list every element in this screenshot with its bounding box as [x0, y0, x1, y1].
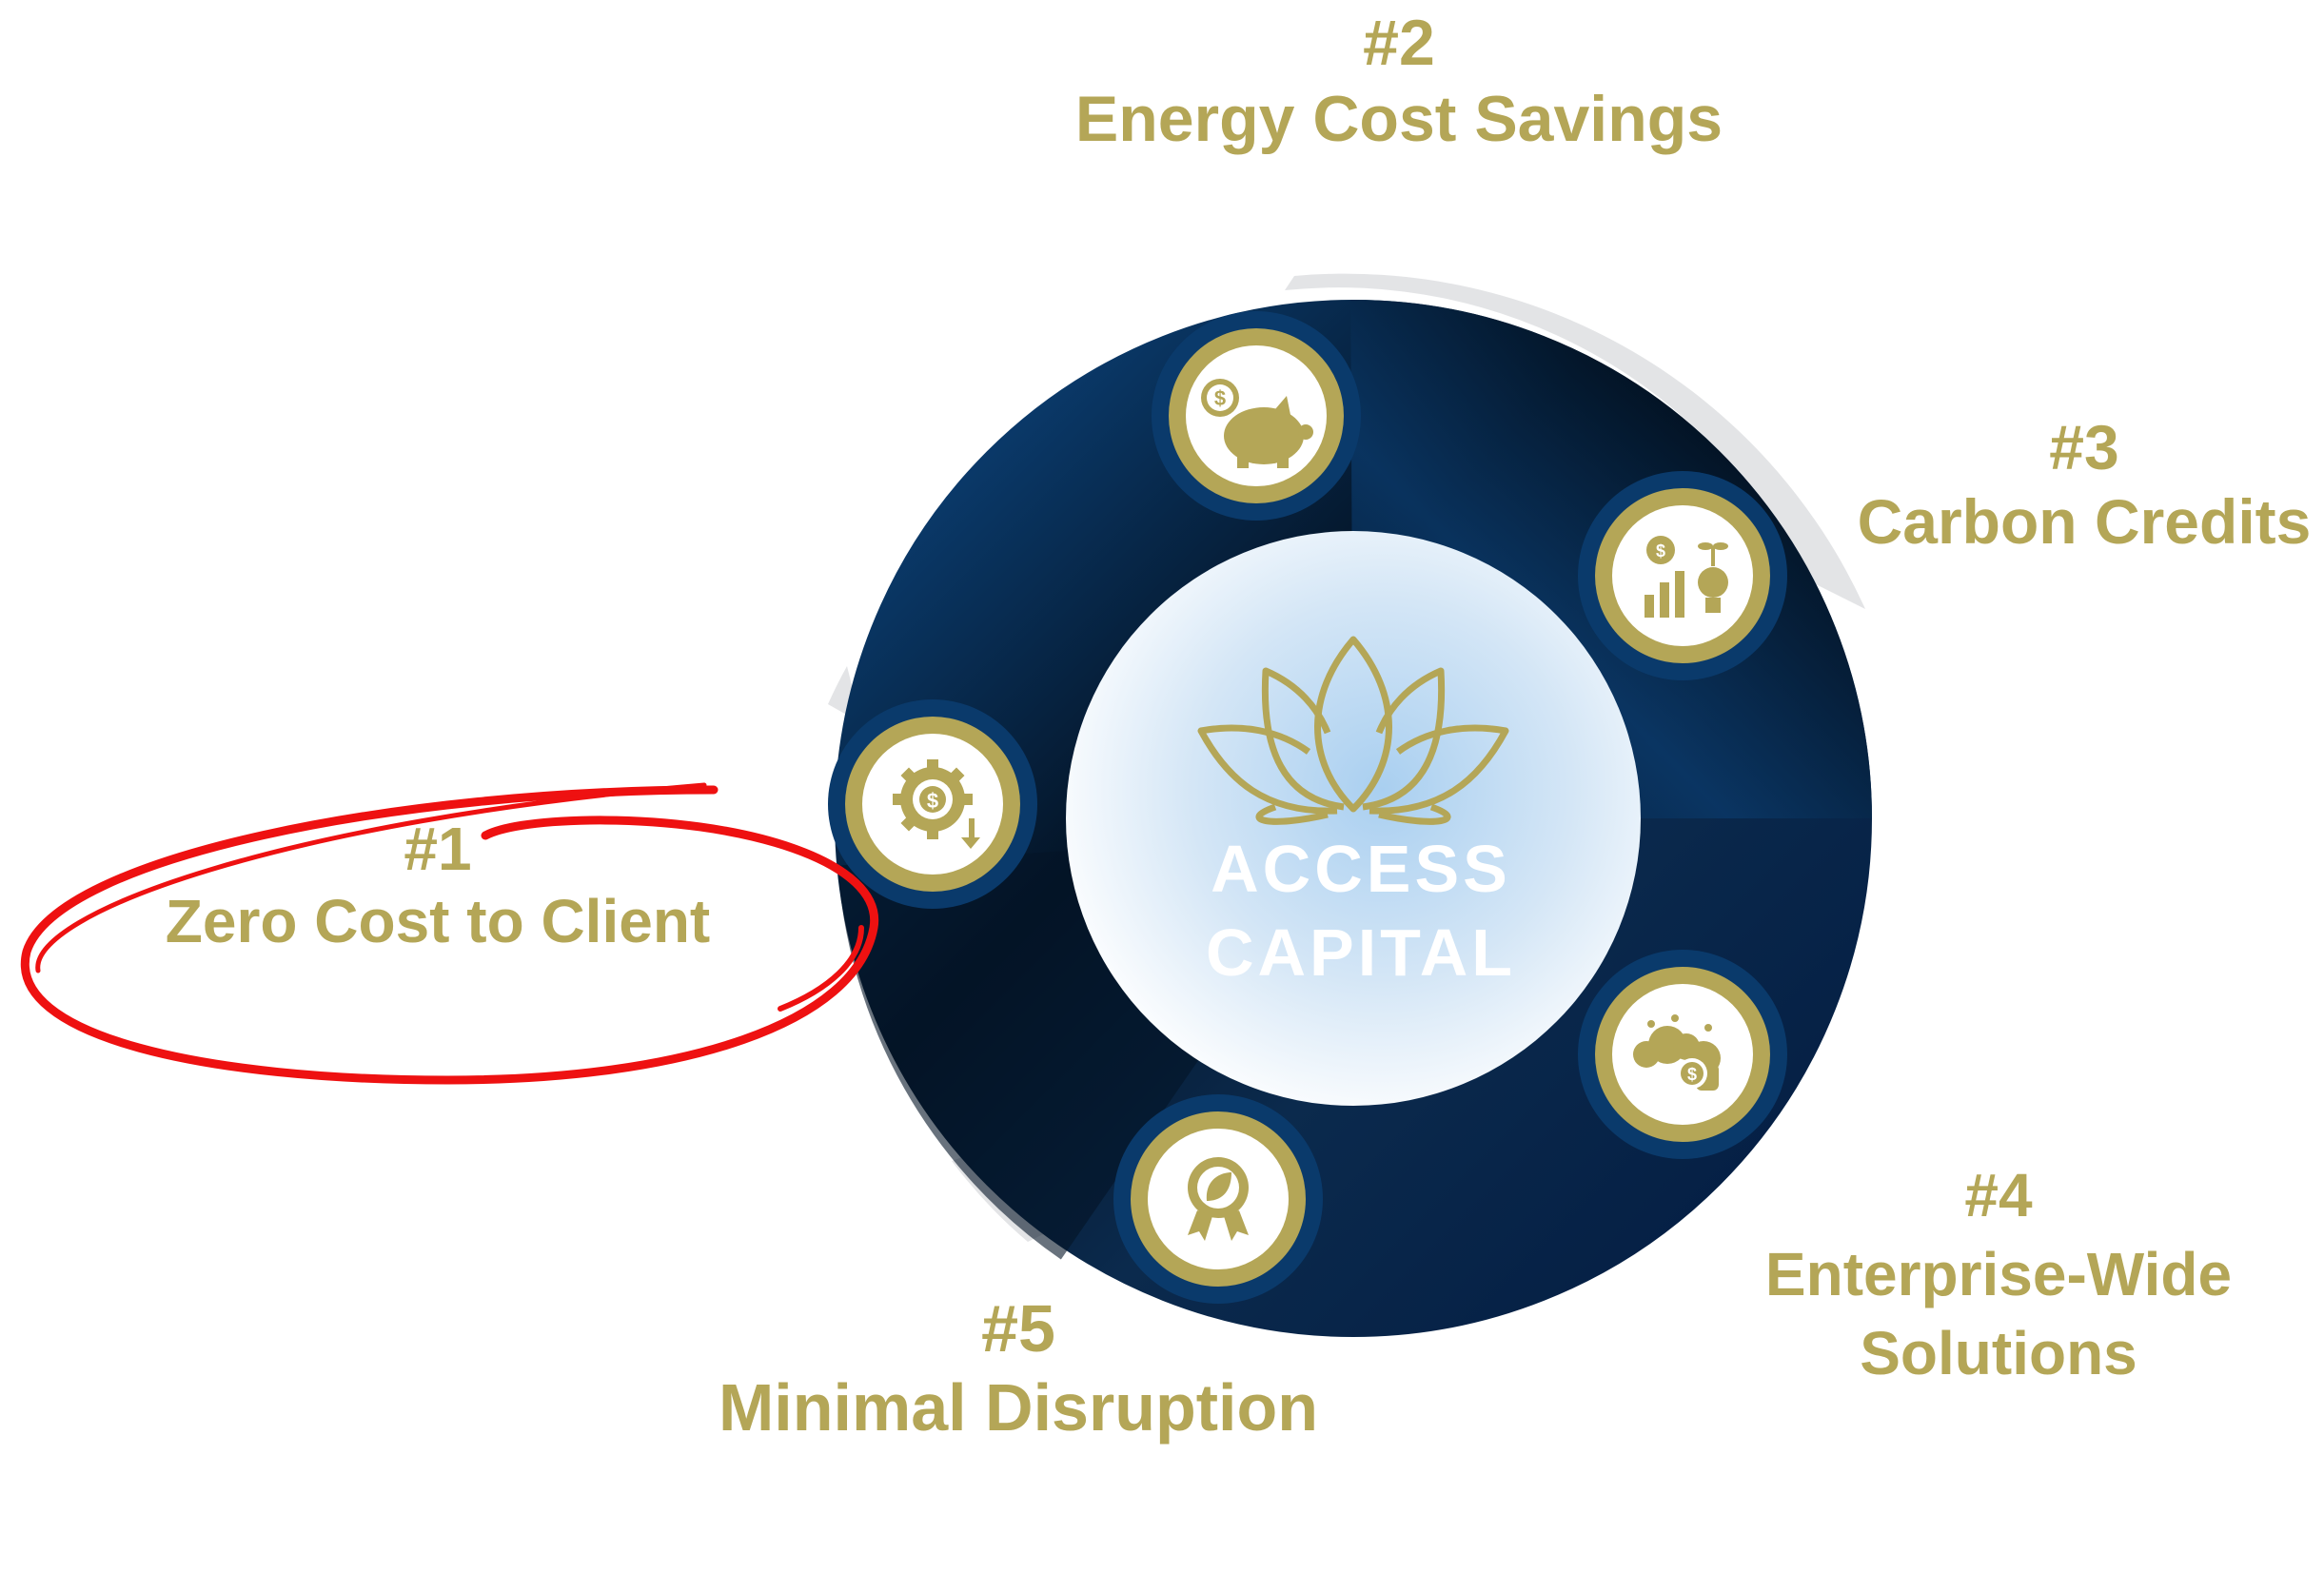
svg-text:$: $ — [927, 789, 938, 813]
step-3-node: $ — [1578, 471, 1787, 680]
brand-line-2: CAPITAL — [1205, 914, 1517, 990]
brand-line-1: ACCESS — [1211, 832, 1511, 906]
step-4-title-line-2: Solutions — [1860, 1319, 2137, 1388]
step-2-title: Energy Cost Savings — [1074, 83, 1723, 156]
step-2-label: #2 Energy Cost Savings — [1018, 5, 1780, 157]
step-5-number: #5 — [981, 1291, 1055, 1366]
step-3-label: #3 Carbon Credits — [1818, 411, 2324, 560]
step-3-title: Carbon Credits — [1857, 485, 2312, 557]
gear-dollar-icon: $ — [893, 759, 980, 849]
step-4-title-line-1: Enterprise-Wide — [1764, 1240, 2233, 1309]
step-5-label: #5 Minimal Disruption — [638, 1289, 1399, 1446]
lotus-logo — [1197, 636, 1509, 825]
ring-band-lower-left — [837, 844, 1226, 1260]
step-4-label: #4 Enterprise-Wide Solutions — [1684, 1156, 2313, 1394]
coins-icon: $ — [1633, 1014, 1721, 1091]
step-1-title: Zero Cost to Client — [165, 886, 711, 955]
step-1-number: #1 — [404, 815, 472, 883]
step-2-node: $ — [1152, 311, 1361, 521]
svg-text:$: $ — [1687, 1065, 1697, 1084]
brand-name: ACCESS CAPITAL — [1113, 828, 1608, 994]
step-4-node: $ — [1578, 950, 1787, 1159]
bar-chart-bulb-icon: $ — [1645, 536, 1728, 618]
step-3-number: #3 — [2049, 412, 2119, 482]
svg-text:$: $ — [1656, 541, 1665, 560]
highlight-ellipse — [20, 782, 879, 1085]
step-5-title: Minimal Disruption — [719, 1369, 1318, 1445]
step-4-number: #4 — [1964, 1161, 2033, 1229]
step-1-node: $ — [828, 699, 1037, 909]
step-2-number: #2 — [1363, 7, 1435, 79]
step-1-label: #1 Zero Cost to Client — [105, 814, 771, 957]
center-disk — [1066, 531, 1641, 1106]
piggy-bank-icon: $ — [1201, 379, 1313, 468]
eco-badge-icon — [1188, 1157, 1249, 1241]
step-5-node — [1113, 1094, 1323, 1304]
svg-text:$: $ — [1214, 386, 1226, 410]
